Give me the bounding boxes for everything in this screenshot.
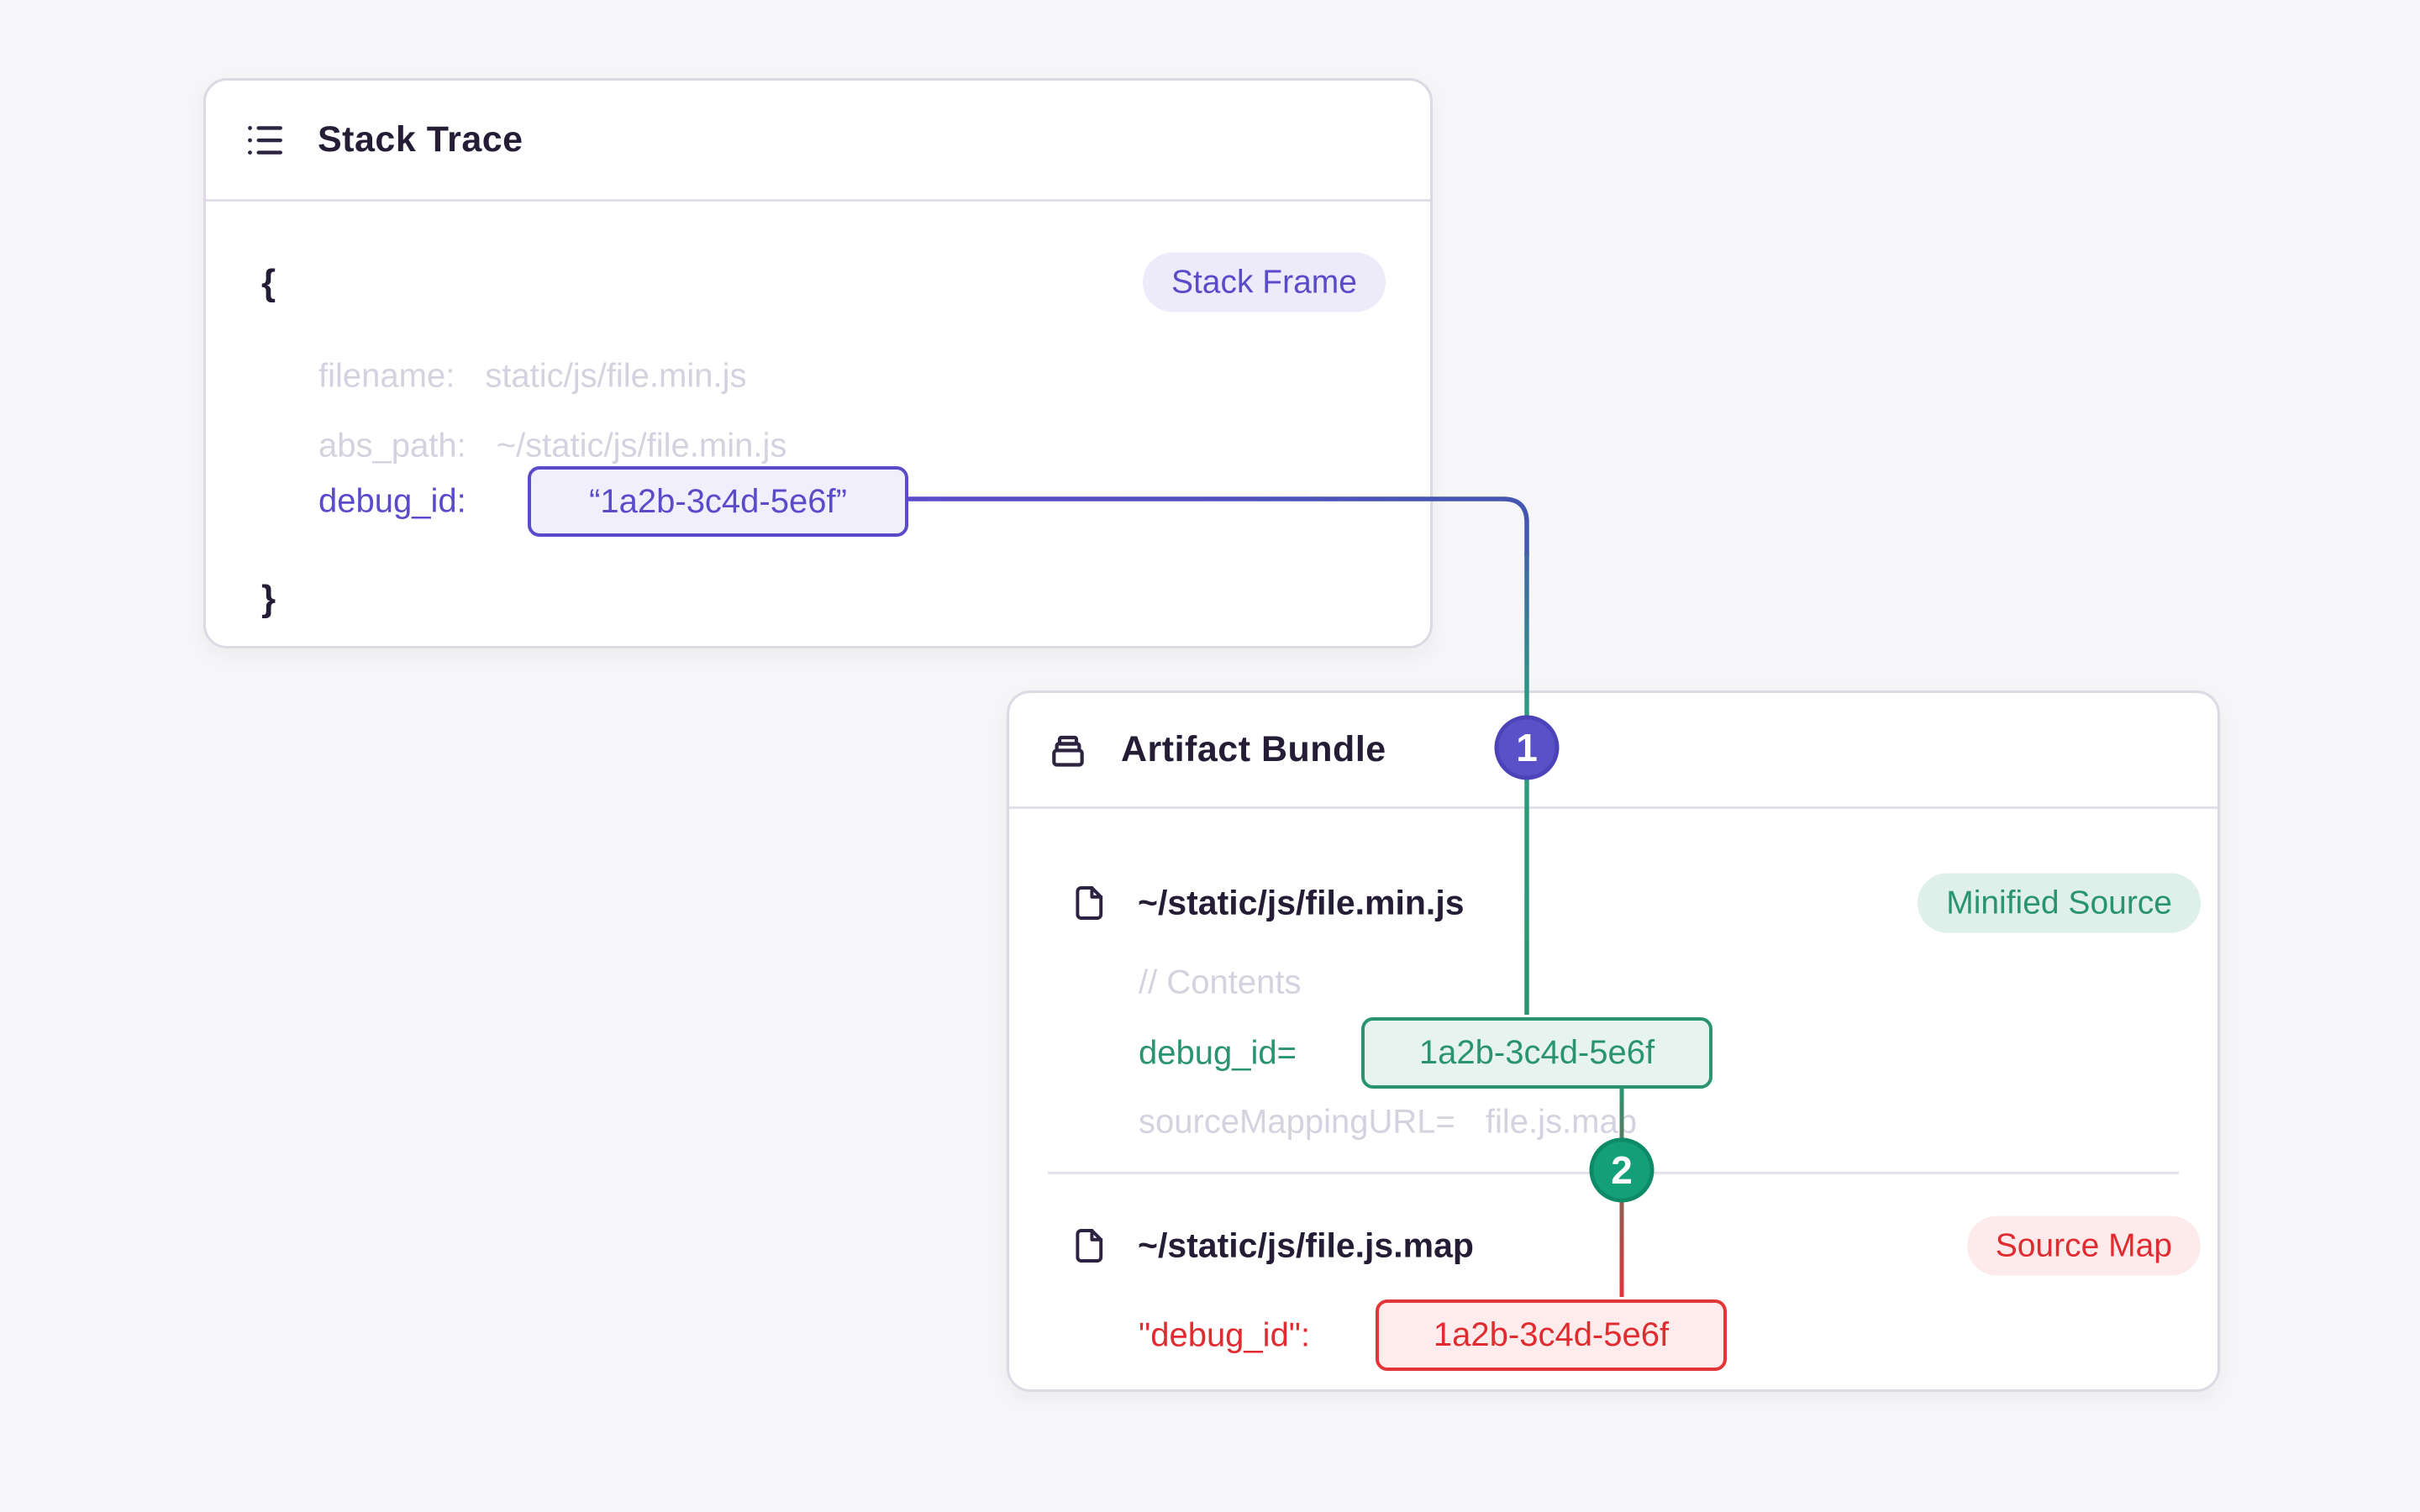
contents-comment: // Contents [1139,963,1302,1001]
stack-trace-header: Stack Trace [206,81,1430,202]
bundle-debug-id-line: debug_id= [1139,1035,1297,1073]
minified-file-row: ~/static/js/file.min.js [1070,884,1465,923]
stack-trace-card: Stack Trace Stack Frame { filename: stat… [203,78,1433,648]
abs-path-key: abs_path: [318,427,466,465]
bundle-debug-id-value-box: 1a2b-3c4d-5e6f [1361,1017,1712,1089]
abs-path-line: abs_path: ~/static/js/file.min.js [318,428,786,465]
sourcemap-debug-id-key: "debug_id": [1139,1316,1311,1354]
sourcemap-file-path: ~/static/js/file.js.map [1138,1226,1474,1265]
file-icon [1070,884,1109,923]
filename-key: filename: [318,357,455,395]
json-close-line: } [261,578,276,620]
close-brace: } [261,578,276,619]
sourcemap-debug-id-line: "debug_id": [1139,1317,1310,1355]
artifact-bundle-header: Artifact Bundle [1009,693,2217,809]
open-brace: { [261,262,276,303]
contents-comment-line: // Contents [1139,964,1301,1002]
file-icon [1070,1226,1109,1266]
json-open-line: { [261,262,276,304]
list-icon [244,119,286,161]
sourcemap-file-row: ~/static/js/file.js.map [1070,1226,1474,1266]
file-section-divider [1048,1172,2179,1174]
minified-source-badge: Minified Source [1918,873,2201,933]
debug-id-value-box: “1a2b-3c4d-5e6f” [528,466,908,537]
source-mapping-value: file.js.map [1485,1103,1637,1141]
archive-icon [1047,729,1089,771]
stack-trace-title: Stack Trace [318,119,523,160]
filename-value: static/js/file.min.js [485,357,747,395]
filename-line: filename: static/js/file.min.js [318,358,746,396]
stack-frame-badge: Stack Frame [1142,252,1386,312]
debug-id-line: debug_id: [318,483,466,521]
debug-id-key: debug_id: [318,482,466,520]
minified-file-path: ~/static/js/file.min.js [1138,883,1465,922]
artifact-bundle-card: Artifact Bundle ~/static/js/file.min.js … [1007,690,2220,1392]
artifact-bundle-title: Artifact Bundle [1121,729,1386,769]
source-mapping-key: sourceMappingURL= [1139,1103,1455,1141]
source-map-badge: Source Map [1966,1215,2201,1276]
abs-path-value: ~/static/js/file.min.js [496,427,787,465]
source-mapping-line: sourceMappingURL= file.js.map [1139,1104,1637,1142]
sourcemap-debug-id-value-box: 1a2b-3c4d-5e6f [1376,1299,1727,1371]
bundle-debug-id-key: debug_id= [1139,1034,1297,1072]
